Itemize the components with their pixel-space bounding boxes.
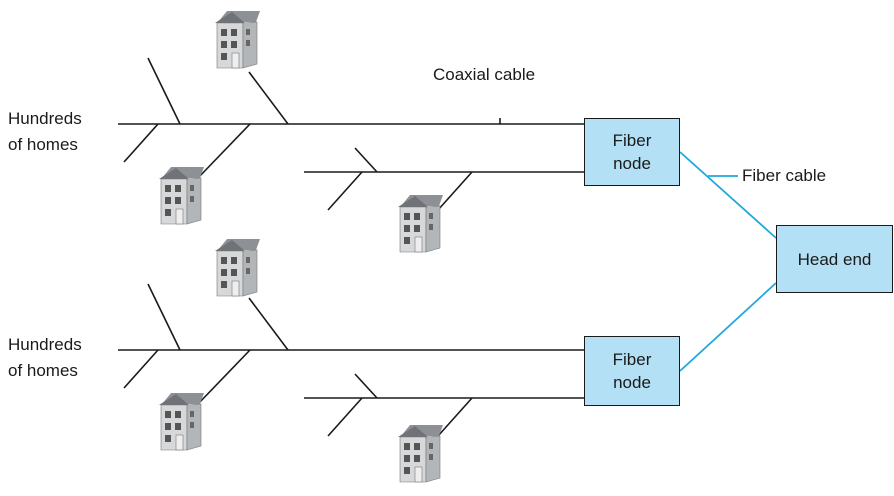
fiber-node-bottom-line1: Fiber (612, 350, 652, 369)
head-end: Head end (776, 225, 893, 293)
label-homes-bottom-1: Hundreds (8, 335, 82, 354)
fiber-node-top-line2: node (613, 154, 651, 173)
fiber-node-top-line1: Fiber (612, 131, 652, 150)
house-icon (214, 238, 261, 297)
label-homes-top-1: Hundreds (8, 109, 82, 128)
fiber-node-bottom-line2: node (613, 373, 651, 392)
house-icon (397, 194, 444, 253)
label-homes-top-2: of homes (8, 135, 78, 154)
label-homes-bottom-2: of homes (8, 361, 78, 380)
house-icon (158, 166, 205, 225)
fiber-node-top: Fiber node (584, 118, 680, 186)
house-icon (158, 392, 205, 451)
house-icon (397, 424, 444, 483)
house-icon (214, 10, 261, 69)
fiber-node-bottom: Fiber node (584, 336, 680, 406)
label-fiber-cable: Fiber cable (742, 166, 827, 185)
coax-tree-top (118, 57, 584, 211)
head-end-label: Head end (797, 249, 872, 269)
fiber-cables (679, 151, 777, 372)
coax-tree-bottom (118, 283, 584, 437)
label-coaxial-cable: Coaxial cable (433, 65, 536, 84)
